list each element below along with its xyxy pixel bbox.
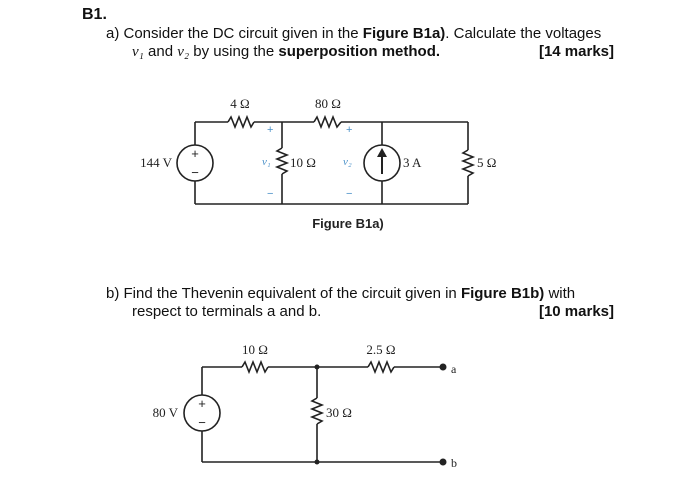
figure-b-wires xyxy=(183,359,440,463)
figure-a-caption: Figure B1a) xyxy=(312,216,384,231)
r-80ohm-label: 80 Ω xyxy=(315,96,341,111)
figure-a-wires xyxy=(176,114,476,205)
part-a-line-2: v₁ and v₂ by using the superposition met… xyxy=(132,43,440,61)
marks-b: [10 marks] xyxy=(538,303,614,320)
marks-a: [14 marks] xyxy=(538,43,614,60)
r-5ohm-label: 5 Ω xyxy=(477,155,496,170)
junction-dot xyxy=(314,364,320,370)
vsrc-80v-label: 80 V xyxy=(153,405,179,420)
current-arrow-icon xyxy=(377,148,387,174)
part-b-line-2: respect to terminals a and b. xyxy=(132,303,322,320)
part-b-text: b) Find the Thevenin equivalent of the c… xyxy=(106,285,461,302)
v2-minus: − xyxy=(346,188,352,200)
part-b-text: with xyxy=(544,285,576,302)
part-a-text: . Calculate the voltages xyxy=(445,25,602,42)
vsrc-a-minus: − xyxy=(191,165,199,180)
vsrc-144v-label: 144 V xyxy=(140,155,173,170)
v1-label: v₁ xyxy=(262,156,271,168)
variable-v2: v₂ xyxy=(177,44,190,60)
figure-ref: Figure B1b) xyxy=(460,285,545,302)
terminal-b-dot xyxy=(439,458,447,466)
isrc-3a-label: 3 A xyxy=(403,155,422,170)
r-30ohm-label: 30 Ω xyxy=(326,405,352,420)
part-b-line-1: b) Find the Thevenin equivalent of the c… xyxy=(106,285,575,303)
vsrc-b-plus: + xyxy=(198,396,206,411)
v2-plus: + xyxy=(346,124,352,136)
junction-dot xyxy=(314,459,320,465)
figure-ref: Figure B1a) xyxy=(362,25,446,42)
part-a-text: and xyxy=(143,43,178,60)
question-number: B1. xyxy=(82,6,107,23)
r-10ohm-label: 10 Ω xyxy=(290,155,316,170)
method-name: superposition method. xyxy=(278,43,441,60)
terminal-a-label: a xyxy=(451,362,457,376)
vsrc-b-minus: − xyxy=(198,415,206,430)
v1-plus: + xyxy=(267,124,273,136)
variable-v1: v₁ xyxy=(132,44,144,60)
terminal-a-dot xyxy=(439,363,447,371)
v1-minus: − xyxy=(267,188,273,200)
part-a-text: a) Consider the DC circuit given in the xyxy=(106,25,363,42)
terminal-b-label: b xyxy=(451,456,457,470)
r-2-5ohm-label: 2.5 Ω xyxy=(366,342,395,357)
v2-label: v₂ xyxy=(343,156,352,168)
part-a-line-1: a) Consider the DC circuit given in the … xyxy=(106,25,601,43)
vsrc-a-plus: + xyxy=(191,146,199,161)
r-10ohm-b-label: 10 Ω xyxy=(242,342,268,357)
r-4ohm-label: 4 Ω xyxy=(230,96,249,111)
part-a-text: by using the xyxy=(189,43,279,60)
